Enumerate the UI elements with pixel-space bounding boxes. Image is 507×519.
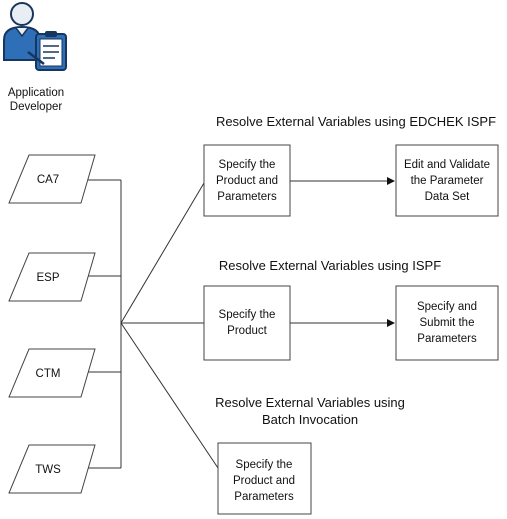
- step-edit-validate-parameter-data-set: Edit and Validate the Parameter Data Set: [395, 144, 499, 217]
- svg-text:Submit the: Submit the: [420, 317, 475, 329]
- svg-text:Product and: Product and: [233, 475, 295, 487]
- svg-text:Edit and Validate: Edit and Validate: [404, 159, 490, 171]
- fan-line-batch: [120, 322, 219, 469]
- scheduler-label: CA7: [37, 174, 59, 186]
- scheduler-label: CTM: [36, 368, 61, 380]
- svg-text:Specify and: Specify and: [417, 301, 477, 313]
- scheduler-esp: ESP: [8, 252, 96, 302]
- application-developer-icon: [3, 2, 67, 71]
- scheduler-ca7: CA7: [8, 154, 96, 204]
- svg-text:Specify the: Specify the: [219, 309, 276, 321]
- actor-label-line-2: Developer: [10, 101, 63, 113]
- step-specify-submit-parameters: Specify and Submit the Parameters: [395, 285, 499, 361]
- scheduler-label: TWS: [35, 464, 61, 476]
- section-title-batch-line-2: Batch Invocation: [262, 412, 358, 427]
- step-specify-product-parameters-edchek: Specify the Product and Parameters: [203, 144, 291, 217]
- svg-text:Parameters: Parameters: [217, 191, 277, 203]
- section-title-batch-line-1: Resolve External Variables using: [215, 395, 405, 410]
- svg-text:Parameters: Parameters: [234, 491, 294, 503]
- step-specify-product-parameters-batch: Specify the Product and Parameters: [217, 442, 312, 515]
- scheduler-ctm: CTM: [8, 348, 96, 398]
- fan-line-edchek: [120, 182, 205, 324]
- section-title-edchek: Resolve External Variables using EDCHEK …: [216, 114, 496, 129]
- svg-text:Specify the: Specify the: [236, 459, 293, 471]
- svg-text:the Parameter: the Parameter: [411, 175, 484, 187]
- step-specify-product-ispf: Specify the Product: [203, 285, 291, 361]
- actor-label-line-1: Application: [8, 87, 64, 99]
- svg-text:Parameters: Parameters: [417, 333, 477, 345]
- scheduler-tws: TWS: [8, 444, 96, 494]
- svg-text:Product and: Product and: [216, 175, 278, 187]
- svg-text:Data Set: Data Set: [425, 191, 471, 203]
- section-title-ispf: Resolve External Variables using ISPF: [219, 258, 441, 273]
- scheduler-label: ESP: [36, 272, 59, 284]
- svg-text:Product: Product: [227, 325, 267, 337]
- svg-text:Specify the: Specify the: [219, 159, 276, 171]
